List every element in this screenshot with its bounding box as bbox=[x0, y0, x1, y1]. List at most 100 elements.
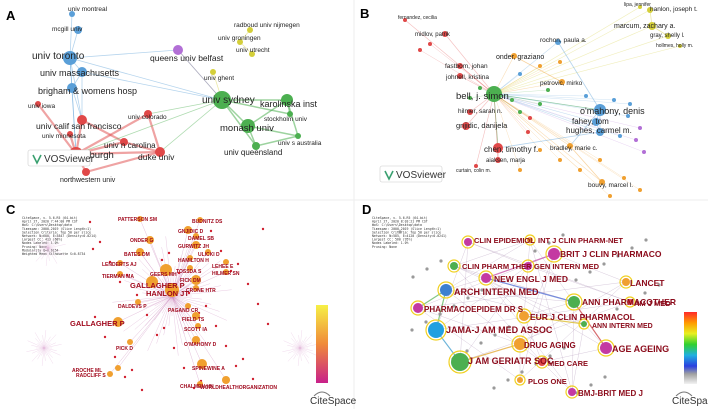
edge-b bbox=[513, 55, 563, 83]
edge-b bbox=[475, 93, 495, 167]
label-radcliff-s: RADCLIFF S bbox=[76, 373, 106, 379]
node-new-engl-j-med bbox=[481, 273, 491, 283]
edge-c bbox=[41, 243, 49, 249]
edge-d bbox=[445, 239, 531, 291]
node-b-minor bbox=[518, 168, 522, 172]
panel-c-header-line: Largest CC: 413 (68%) bbox=[22, 238, 62, 242]
node-b-minor bbox=[638, 188, 642, 192]
edge-c bbox=[26, 347, 45, 352]
node-ring-gen-intern-med bbox=[521, 259, 535, 273]
node-d-minor bbox=[616, 254, 620, 258]
edge-c bbox=[299, 343, 307, 349]
edge-c bbox=[283, 340, 301, 349]
node-d-minor bbox=[533, 249, 537, 253]
panel-d-nodes bbox=[398, 230, 661, 399]
node-d-minor bbox=[644, 238, 648, 242]
edge-c bbox=[171, 295, 208, 345]
edge-c bbox=[171, 295, 179, 356]
edge-c bbox=[171, 295, 202, 300]
vosviewer-logo-text-b: VOSviewer bbox=[396, 170, 447, 181]
node-d-minor bbox=[439, 259, 443, 263]
label-arch-intern-med: ARCH INTERN MED bbox=[454, 287, 539, 297]
node-d-minor bbox=[588, 270, 592, 274]
node-univ-queensland bbox=[252, 142, 260, 150]
label-eur-j-clin-pharmacol: EUR J CLIN PHARMACOL bbox=[530, 312, 635, 322]
edge-c bbox=[41, 347, 45, 356]
node-univ-montreal bbox=[69, 11, 75, 17]
edge-c bbox=[43, 347, 54, 364]
node-b-minor bbox=[510, 98, 514, 102]
edge-c bbox=[117, 295, 173, 369]
label-new-engl-j-med: NEW ENGL J MED bbox=[494, 274, 568, 284]
node-d-minor bbox=[493, 333, 497, 337]
edge-d bbox=[445, 289, 585, 325]
panel-d-header-line: Timespan: 2000-2019 (Slice Length=1) bbox=[372, 227, 441, 231]
node-ann-pharmacother bbox=[568, 296, 580, 308]
vosviewer-logo-text-a: VOSviewer bbox=[44, 154, 95, 165]
panel-d-header-line: Selection Criteria: Top 50 per slice bbox=[372, 230, 441, 234]
node-c-minor bbox=[234, 364, 238, 368]
label-fahey-tom: fahey, tom bbox=[572, 117, 609, 126]
node-c-minor bbox=[241, 357, 245, 361]
edge-c bbox=[43, 347, 53, 358]
edge-a bbox=[177, 49, 223, 101]
node-b-minor bbox=[628, 102, 632, 106]
node-onder-graziano bbox=[511, 53, 517, 59]
edge-b bbox=[493, 93, 541, 151]
edge-c bbox=[299, 347, 313, 351]
edge-c bbox=[47, 240, 51, 249]
node-hanlon-joseph bbox=[647, 7, 653, 13]
node-univ-minnesota bbox=[67, 131, 73, 137]
edge-c bbox=[171, 295, 183, 345]
edge-b bbox=[429, 43, 495, 95]
edge-c bbox=[47, 230, 51, 249]
node-b-minor bbox=[584, 94, 588, 98]
node-c-minor bbox=[155, 333, 159, 337]
edge-c bbox=[37, 347, 45, 353]
node-b-minor bbox=[478, 86, 482, 90]
node-ring-new-engl-j-med bbox=[478, 270, 494, 286]
node-ring-pharmacoepidem-dr-s bbox=[410, 300, 426, 316]
edge-b bbox=[493, 61, 561, 95]
panel-c-edges bbox=[26, 218, 318, 385]
edge-a bbox=[69, 57, 77, 155]
node-ring-bmj-brit-med-j bbox=[565, 385, 579, 399]
node-univ-groningen bbox=[237, 39, 243, 45]
edge-d bbox=[485, 277, 573, 393]
edge-a bbox=[255, 135, 299, 147]
edge-c bbox=[129, 295, 173, 343]
node-d-minor bbox=[630, 246, 634, 250]
node-bmj-brit-med-j bbox=[568, 388, 576, 396]
edge-c bbox=[47, 247, 57, 258]
node-c-minor bbox=[214, 324, 218, 328]
label-crone-htr: CRONE HTR bbox=[186, 288, 216, 294]
edge-c bbox=[163, 295, 173, 336]
edge-c bbox=[119, 262, 173, 297]
edge-c bbox=[142, 292, 173, 297]
edge-a bbox=[159, 99, 223, 153]
node-stockholm-univ bbox=[287, 111, 293, 117]
edge-b bbox=[493, 93, 581, 171]
panel-c-header-line: April 27, 2020 7:44:00 PM CST bbox=[22, 220, 78, 224]
edge-d bbox=[523, 301, 575, 317]
edge-d bbox=[435, 265, 529, 331]
edge-a bbox=[247, 125, 299, 137]
node-univ-colorado bbox=[144, 110, 152, 118]
label-geers-mh: GEERS MH bbox=[150, 272, 177, 278]
edge-c bbox=[297, 347, 301, 366]
edge-b bbox=[493, 6, 641, 95]
node-d-minor bbox=[466, 296, 470, 300]
panel-d-header: CiteSpace, v. 5.6.R5 (64-bit)April 27, 2… bbox=[372, 216, 447, 249]
edge-c bbox=[117, 295, 173, 323]
node-ulicki-d bbox=[205, 249, 211, 255]
node-d-minor bbox=[507, 325, 511, 329]
edge-c bbox=[171, 295, 189, 307]
edge-c bbox=[139, 218, 173, 297]
label-pick-d: PICK D bbox=[116, 346, 133, 352]
edge-c bbox=[161, 295, 173, 314]
edge-a bbox=[75, 113, 149, 155]
label-lipa-jennifer: lipa, jennifer bbox=[624, 2, 651, 8]
node-c-minor bbox=[123, 375, 127, 379]
